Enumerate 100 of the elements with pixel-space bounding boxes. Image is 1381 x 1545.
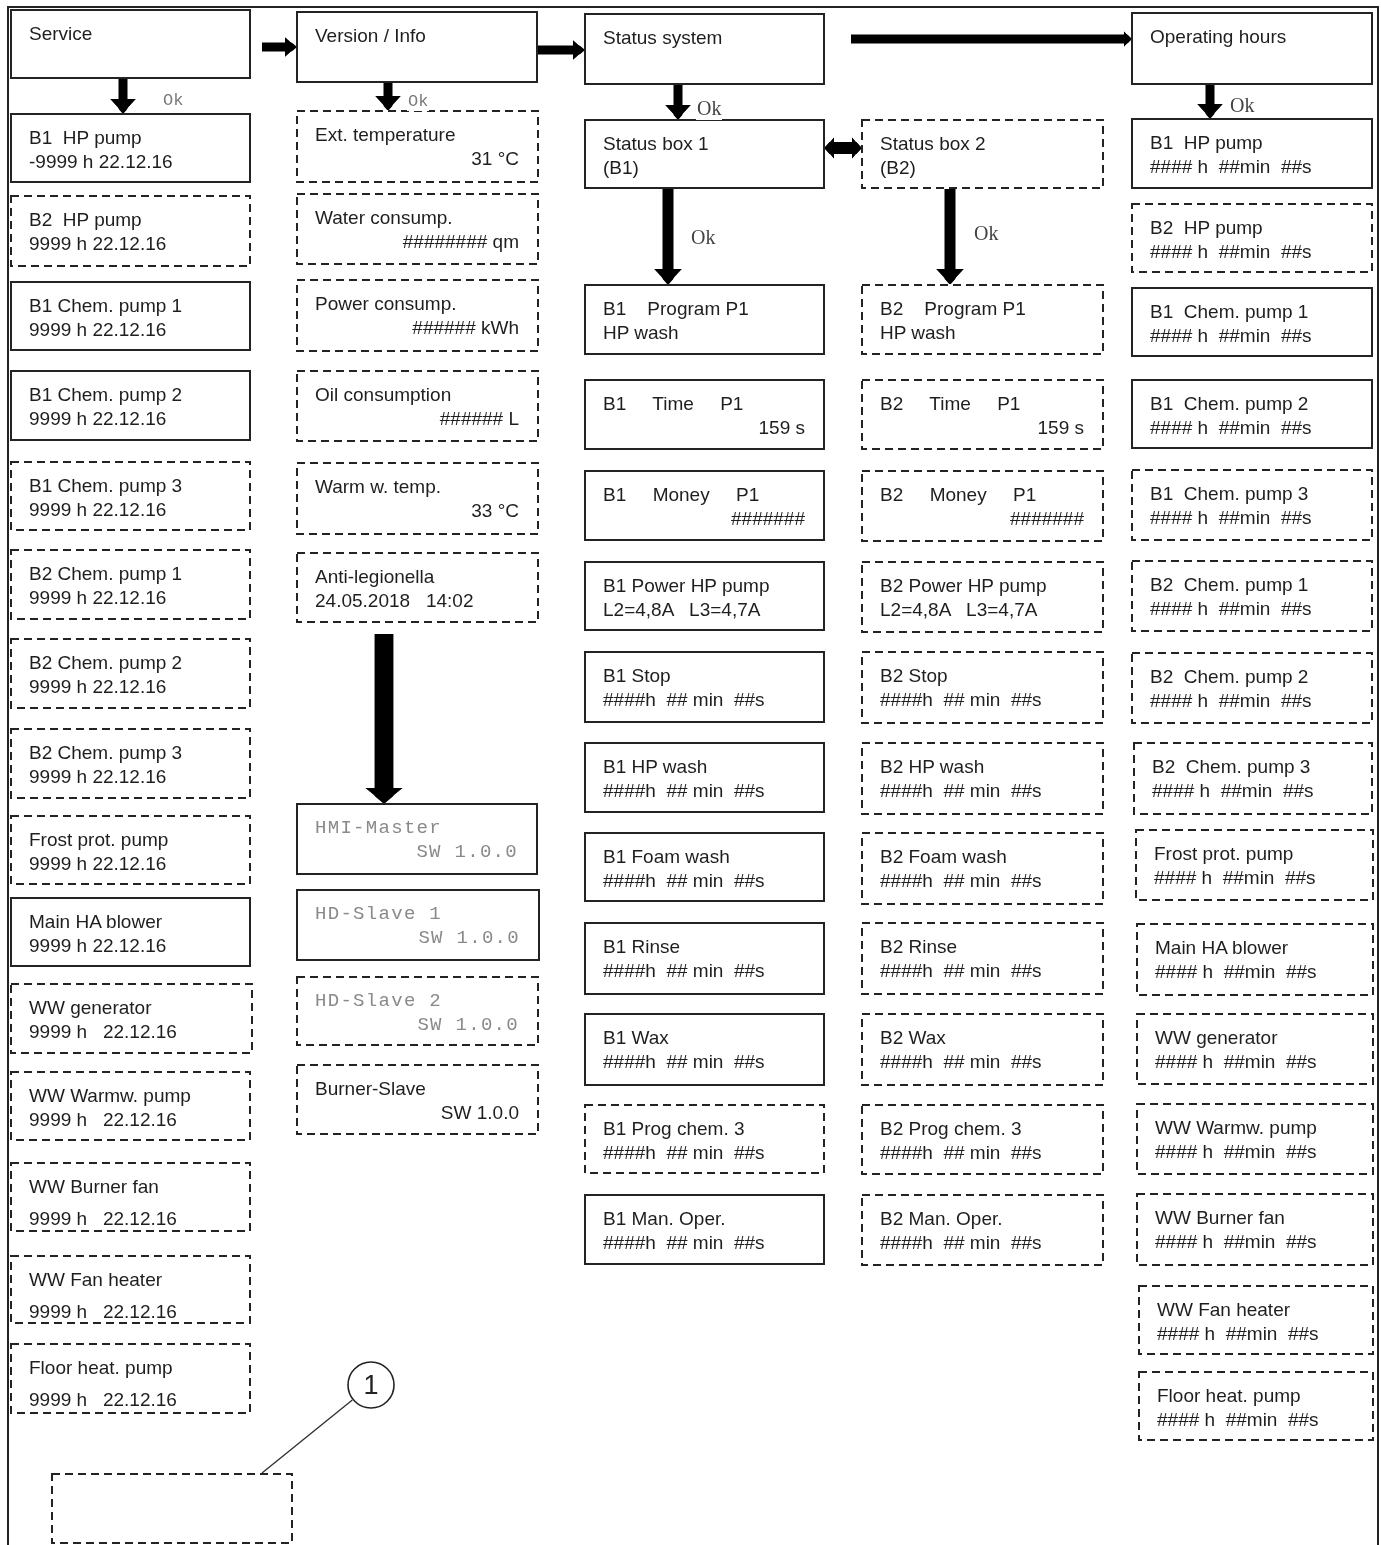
item-label: B2 Power HP pump xyxy=(880,574,1047,598)
menu-item-box xyxy=(10,1071,251,1141)
item-value: #### h ##min ##s xyxy=(1155,960,1317,984)
menu-item-box xyxy=(861,742,1104,815)
item-label: B1 Chem. pump 3 xyxy=(1150,482,1309,506)
item-value: 33 °C xyxy=(471,499,519,523)
menu-item-box xyxy=(584,284,825,355)
item-value: SW 1.0.0 xyxy=(416,840,518,864)
menu-item-box xyxy=(1136,1193,1374,1266)
arrow xyxy=(262,37,296,57)
item-value: ####h ## min ##s xyxy=(880,779,1042,803)
menu-item-box xyxy=(1135,829,1374,901)
menu-item-box xyxy=(1131,652,1373,724)
menu-item-box xyxy=(10,1343,251,1414)
item-value: ####### xyxy=(1010,507,1084,531)
item-label: WW Burner fan xyxy=(1155,1206,1285,1230)
menu-item-box xyxy=(861,284,1104,355)
item-label: WW Warmw. pump xyxy=(1155,1116,1317,1140)
menu-item-box xyxy=(1138,1285,1374,1355)
item-label: B2 Man. Oper. xyxy=(880,1207,1003,1231)
menu-item-box xyxy=(10,638,251,709)
menu-item-box xyxy=(296,552,539,623)
menu-item-box xyxy=(296,370,539,442)
item-value: ####h ## min ##s xyxy=(603,1231,765,1255)
empty-dashed-frame xyxy=(51,1473,293,1544)
item-label: B2 Chem. pump 3 xyxy=(29,741,183,765)
menu-item-box xyxy=(584,1194,825,1265)
item-label: B2 Chem. pump 1 xyxy=(1150,573,1309,597)
item-value: 9999 h 22.12.16 xyxy=(29,498,167,522)
menu-item-box xyxy=(584,742,825,813)
item-label: B2 Money P1 xyxy=(880,483,1037,507)
item-label: B2 HP pump xyxy=(29,208,142,232)
item-value: #### h ##min ##s xyxy=(1155,1140,1317,1164)
item-label: HD-Slave 2 xyxy=(315,989,443,1013)
menu-item-box xyxy=(861,1104,1104,1175)
menu-item-box xyxy=(584,561,825,631)
menu-item-box xyxy=(861,119,1104,189)
arrow xyxy=(1197,85,1223,118)
item-label: HD-Slave 1 xyxy=(315,902,443,926)
menu-item-box xyxy=(10,1255,251,1324)
menu-item-box xyxy=(1131,469,1373,541)
menu-item-box xyxy=(861,922,1104,995)
item-value: L2=4,8A L3=4,7A xyxy=(603,598,761,622)
item-label: B2 Chem. pump 3 xyxy=(1152,755,1311,779)
menu-title: Service xyxy=(29,22,93,46)
item-value: L2=4,8A L3=4,7A xyxy=(880,598,1038,622)
item-label: B2 Stop xyxy=(880,664,948,688)
item-value: 9999 h 22.12.16 xyxy=(29,1388,177,1412)
item-label: Status box 1 xyxy=(603,132,709,156)
item-value: 9999 h 22.12.16 xyxy=(29,586,167,610)
item-value: #### h ##min ##s xyxy=(1150,155,1312,179)
menu-item-box xyxy=(861,379,1104,450)
menu-item-box xyxy=(10,113,251,183)
item-value: #### h ##min ##s xyxy=(1150,506,1312,530)
item-label: B2 Chem. pump 2 xyxy=(1150,665,1309,689)
item-label: B1 Rinse xyxy=(603,935,681,959)
item-value: #### h ##min ##s xyxy=(1150,240,1312,264)
item-label: Water consump. xyxy=(315,206,453,230)
item-label: Main HA blower xyxy=(29,910,163,934)
item-label: Ext. temperature xyxy=(315,123,456,147)
item-value: ####h ## min ##s xyxy=(603,779,765,803)
item-value: ######## qm xyxy=(402,230,519,254)
edge-label: Ok xyxy=(407,92,430,111)
item-value: SW 1.0.0 xyxy=(418,926,520,950)
menu-item-box xyxy=(861,1194,1104,1266)
arrow xyxy=(665,85,691,119)
leader-line xyxy=(261,1399,354,1474)
item-value: 9999 h 22.12.16 xyxy=(29,232,167,256)
item-label: Anti-legionella xyxy=(315,565,435,589)
item-label: B1 Stop xyxy=(603,664,671,688)
item-value: 24.05.2018 14:02 xyxy=(315,589,474,613)
item-label: Frost prot. pump xyxy=(29,828,169,852)
item-label: Oil consumption xyxy=(315,383,452,407)
item-value: 31 °C xyxy=(471,147,519,171)
menu-item-box xyxy=(861,651,1104,724)
menu-item-box xyxy=(10,983,253,1054)
menu-item-box xyxy=(296,1064,539,1135)
menu-item-box xyxy=(584,119,825,189)
item-value: #### h ##min ##s xyxy=(1150,597,1312,621)
menu-title: Operating hours xyxy=(1150,25,1287,49)
item-value: #### h ##min ##s xyxy=(1155,1230,1317,1254)
item-label: B2 HP pump xyxy=(1150,216,1263,240)
item-value: 9999 h 22.12.16 xyxy=(29,1300,177,1324)
menu-item-box xyxy=(10,1162,251,1232)
item-label: B2 Prog chem. 3 xyxy=(880,1117,1022,1141)
arrow xyxy=(538,40,584,60)
item-label: B1 HP wash xyxy=(603,755,708,779)
item-label: Main HA blower xyxy=(1155,936,1289,960)
item-value: 9999 h 22.12.16 xyxy=(29,407,167,431)
item-value: ####h ## min ##s xyxy=(603,1141,765,1165)
item-label: Status box 2 xyxy=(880,132,986,156)
menu-box xyxy=(10,9,251,79)
menu-item-box xyxy=(1138,1371,1374,1441)
arrow xyxy=(375,83,401,110)
item-value: HP wash xyxy=(603,321,679,345)
item-value: #### h ##min ##s xyxy=(1152,779,1314,803)
menu-item-box xyxy=(10,897,251,967)
item-value: 9999 h 22.12.16 xyxy=(29,765,167,789)
menu-box xyxy=(1131,12,1373,85)
item-value: #### h ##min ##s xyxy=(1157,1322,1319,1346)
